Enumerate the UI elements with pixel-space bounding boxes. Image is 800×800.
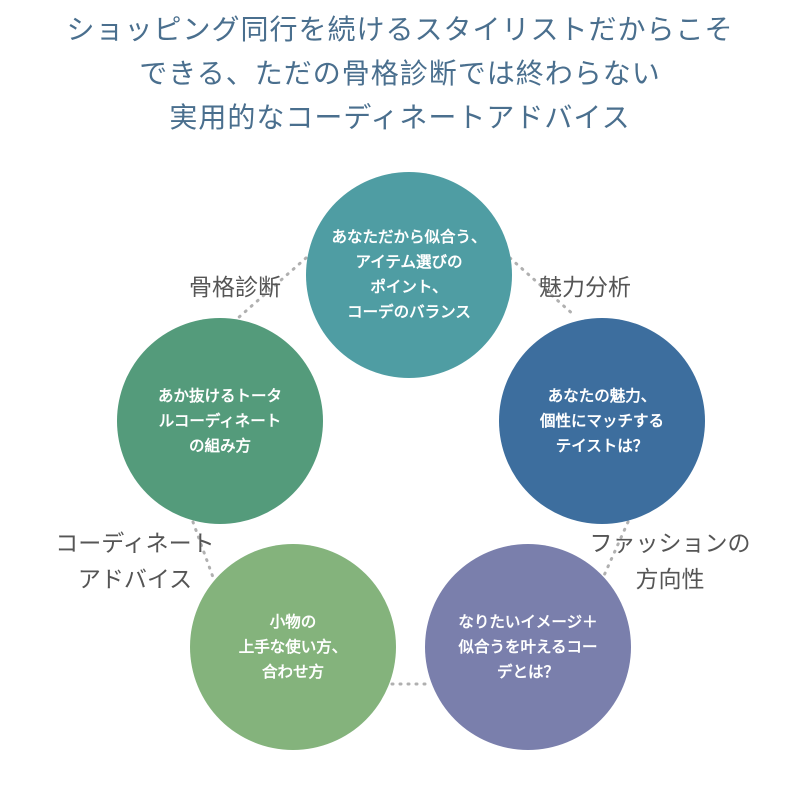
connector-top-left xyxy=(236,256,308,320)
node-left-circle: あか抜けるトータ ルコーディネート の組み方 xyxy=(117,318,323,524)
node-bottom-right-circle: なりたいイメージ＋ 似合うを叶えるコー デとは？ xyxy=(425,544,631,750)
page-title: ショッピング同行を続けるスタイリストだからこそ できる、ただの骨格診断では終わら… xyxy=(0,8,800,140)
title-line-2: できる、ただの骨格診断では終わらない xyxy=(139,57,661,90)
label-coordinate-advice: コーディネート アドバイス xyxy=(55,531,215,593)
connector-right xyxy=(600,520,630,582)
node-top-circle: あなただから似合う、 アイテム選びの ポイント、 コーデのバランス xyxy=(306,172,512,378)
connector-top-right xyxy=(508,256,577,318)
node-right-circle: あなたの魅力、 個性にマッチする テイストは？ xyxy=(499,318,705,524)
label-fashion-direction: ファッションの 方向性 xyxy=(589,531,751,593)
connector-left xyxy=(191,520,216,582)
title-line-1: ショッピング同行を続けるスタイリストだからこそ xyxy=(66,13,734,46)
node-bottom-left-circle: 小物の 上手な使い方、 合わせ方 xyxy=(190,544,396,750)
label-skeletal-diagnosis: 骨格診断 xyxy=(189,275,281,301)
title-line-3: 実用的なコーディネートアドバイス xyxy=(169,101,631,134)
label-charm-analysis: 魅力分析 xyxy=(539,275,631,301)
